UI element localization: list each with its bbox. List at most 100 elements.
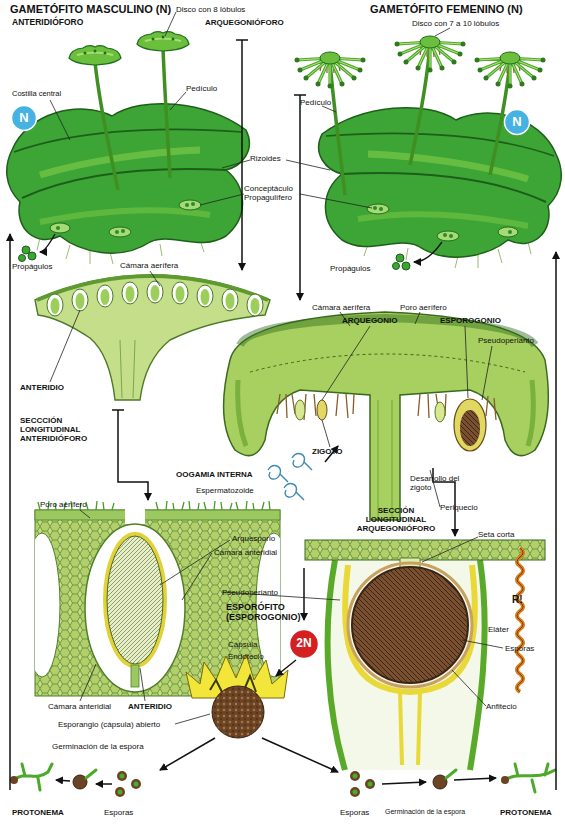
leader-line <box>300 194 372 208</box>
antheridium-chamber <box>72 289 88 311</box>
antheridium-chamber <box>101 289 110 305</box>
part-label: Desarrollo del zigoto <box>410 474 462 492</box>
part-label: Costilla central <box>12 90 61 99</box>
antheridium-chamber <box>147 281 163 303</box>
antheridium-chamber <box>197 285 213 307</box>
protonema <box>14 764 52 790</box>
part-label: Cámara anteridial <box>48 702 111 711</box>
antheridium-chamber <box>226 293 235 309</box>
archegonia <box>317 400 327 420</box>
propagules <box>22 246 30 254</box>
spore <box>365 779 375 789</box>
part-label: Rizoides <box>250 154 281 163</box>
part-label: GAMETÓFITO MASCULINO (N) <box>10 3 171 16</box>
male-gametophyte <box>137 32 189 51</box>
antheridiophore-section <box>120 340 135 398</box>
antheridium-detail <box>131 665 139 687</box>
leader-line <box>200 194 244 205</box>
male-gametophyte <box>7 104 250 264</box>
part-label: Poro aerífero <box>400 303 447 312</box>
part-label: Cámara aerífera <box>120 261 178 270</box>
sporogonium <box>460 410 480 446</box>
sporogonium-section <box>400 692 420 765</box>
antheridium-chamber <box>222 289 238 311</box>
cycle-arrow <box>276 660 296 676</box>
leader-line <box>322 326 370 400</box>
leader-line <box>80 510 90 518</box>
antheridium-chamber <box>76 293 85 309</box>
protonema <box>10 776 18 784</box>
spermatozoid <box>292 454 312 470</box>
circle-shape <box>290 630 319 659</box>
archegoniophore-section <box>224 312 549 520</box>
leader-line <box>452 670 486 706</box>
spore <box>118 790 123 795</box>
cycle-arrow <box>96 783 112 785</box>
spore <box>368 782 373 787</box>
antheridium-detail <box>125 508 145 524</box>
spore <box>115 771 375 797</box>
part-label: Pseudoperianto <box>222 588 278 597</box>
part-label: Pseudoperianto <box>478 336 534 345</box>
part-label: Esporas <box>104 808 133 817</box>
archegoniophore-section <box>378 400 392 518</box>
antheridium-chamber <box>51 298 60 314</box>
circle-shape <box>505 110 530 135</box>
part-label: Pedículo <box>186 84 217 93</box>
antheridium-chamber <box>172 282 188 304</box>
antheridium-chamber <box>176 286 185 302</box>
propagules <box>19 234 443 270</box>
propagules <box>402 262 410 270</box>
germinating-spore <box>86 770 96 778</box>
sporogonium-section <box>348 563 472 687</box>
protonema <box>501 776 509 784</box>
ploidy-circle: 2N <box>288 628 320 660</box>
sporogonium <box>454 399 486 451</box>
part-label: SECCCIÓN LONGITUDINAL ANTERIDIÓFORO <box>20 416 115 444</box>
part-label: Eláter <box>488 625 509 634</box>
sporogonium-section <box>328 560 345 770</box>
ploidy-text: N <box>19 111 28 126</box>
spermatozoid <box>284 484 304 500</box>
antheridium-chamber <box>126 286 135 302</box>
circle-text-box: N <box>503 108 531 136</box>
leader-line <box>80 664 96 701</box>
cycle-arrow <box>262 738 338 772</box>
part-label: Esporangio (cápsula) abierto <box>58 720 160 729</box>
cycle-arrow <box>118 410 148 500</box>
female-gametophyte <box>395 36 466 73</box>
leader-line <box>170 92 186 110</box>
archegoniophore-section <box>224 312 549 520</box>
part-label: Disco con 8 lóbulos <box>176 5 245 14</box>
propagules <box>19 255 26 262</box>
ploidy-text: 2N <box>296 637 311 651</box>
protonema <box>505 764 555 792</box>
part-label: Cápsula <box>228 640 257 649</box>
cycle-arrow <box>241 40 243 270</box>
archegonia <box>295 400 305 420</box>
leader-line <box>465 326 468 398</box>
part-label: ARQUEGONIÓFORO <box>205 18 284 27</box>
part-label: Espermatozoide <box>196 486 254 495</box>
ploidy-circle: N <box>503 108 531 136</box>
sporogonium-section <box>517 548 523 692</box>
leader-line <box>482 346 492 400</box>
germinating-spore <box>446 770 456 778</box>
antheridium-chamber <box>97 285 113 307</box>
leader-line <box>160 540 230 585</box>
leader-line <box>140 668 145 701</box>
leader-line <box>50 310 80 382</box>
leader-line <box>435 28 450 36</box>
spore <box>115 787 125 797</box>
part-label: GAMETÓFITO FEMENINO (N) <box>370 3 523 16</box>
female-gametophyte <box>295 36 562 268</box>
spermatozoid <box>268 454 312 500</box>
propagules <box>40 234 55 252</box>
leader-line <box>165 12 176 36</box>
archegoniophore-section <box>250 354 525 372</box>
male-gametophyte <box>95 62 118 190</box>
antheridium-detail <box>107 536 163 664</box>
antheridium-detail <box>24 501 292 696</box>
part-label: ESPORÓFITO (ESPOROGONIO) <box>226 602 316 623</box>
